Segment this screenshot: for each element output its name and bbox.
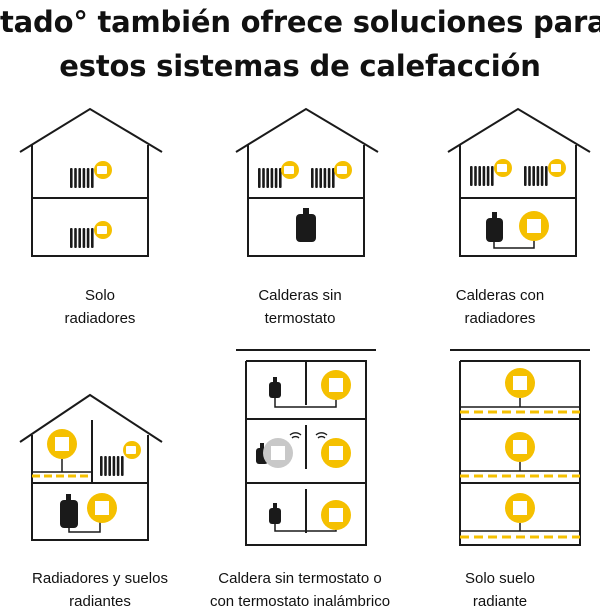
radiator-icon bbox=[70, 168, 94, 188]
caption-calderas-sin-termostato: Calderas sin termostato bbox=[258, 287, 342, 327]
house-boiler-icon bbox=[235, 107, 379, 257]
radiator-icon bbox=[70, 228, 94, 248]
page-title-line-2: estos sistemas de calefacción bbox=[59, 49, 541, 83]
radiator-icon bbox=[524, 166, 548, 186]
house-boiler-radiators-icon bbox=[447, 107, 591, 257]
caption-caldera-inalambrico: Caldera sin termostato o con termostato … bbox=[209, 570, 391, 610]
house-radiators-icon bbox=[19, 107, 163, 257]
radiator-icon bbox=[470, 166, 494, 186]
apartment-boilers-icon bbox=[236, 349, 376, 546]
apartment-floor-heating-icon bbox=[450, 349, 590, 546]
page-title-line-1: tado° también ofrece soluciones para bbox=[0, 5, 600, 39]
caption-calderas-con-radiadores: Calderas con radiadores bbox=[455, 287, 545, 327]
caption-radiadores-y-suelos: Radiadores y suelos radiantes bbox=[32, 570, 168, 610]
radiator-icon bbox=[100, 456, 124, 476]
radiator-icon bbox=[311, 168, 335, 188]
caption-solo-radiadores: Solo radiadores bbox=[64, 287, 136, 327]
caption-solo-suelo-radiante: Solo suelo radiante bbox=[464, 570, 536, 610]
house-radiators-floor-icon bbox=[19, 393, 163, 541]
radiator-icon bbox=[258, 168, 282, 188]
page-title: tado° también ofrece soluciones para est… bbox=[0, 0, 600, 88]
